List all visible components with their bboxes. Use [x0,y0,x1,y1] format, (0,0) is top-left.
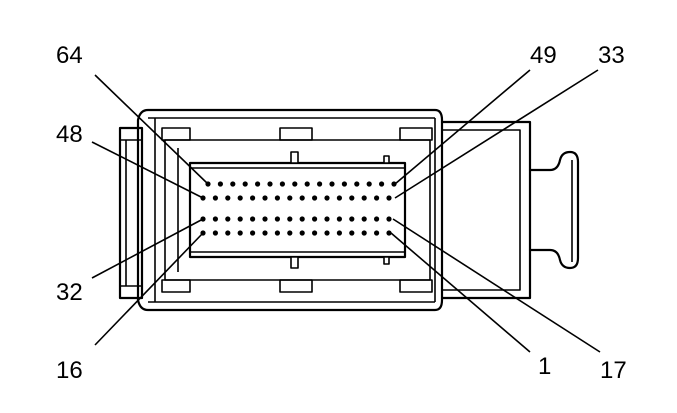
leader-17 [392,218,601,353]
pin-cavity [279,181,285,187]
pin-cavity [361,216,367,222]
pin-cavity [312,230,318,236]
pin-cavity [217,181,223,187]
top-keys [161,127,433,141]
connector-body [136,108,444,312]
pin-cavity [262,216,268,222]
pin-cavity [324,195,330,201]
pin-grid [200,181,397,236]
pin-cavity [386,230,392,236]
pin-cavity [312,216,318,222]
pin-cavity [299,230,305,236]
rear-shroud [440,120,532,300]
pin-cavity [324,230,330,236]
pin-cavity [212,230,218,236]
pin-cavity [386,195,392,201]
pin-labels: 64 49 33 48 32 16 1 17 [56,42,627,384]
leader-1 [390,232,531,353]
pin-cavity [242,181,248,187]
pin-cavity [237,195,243,201]
pin-cavity [267,181,273,187]
pin-cavity [374,195,380,201]
pin-cavity [354,181,360,187]
pin-cavity [292,181,298,187]
right-clip [528,150,580,270]
pin-cavity [361,230,367,236]
label-pin-17: 17 [600,357,627,384]
leader-32 [91,218,204,279]
pin-cavity [324,216,330,222]
leader-lines [91,69,601,353]
pin-cavity [262,230,268,236]
leader-64 [94,74,209,185]
pin-cavity [366,181,372,187]
pin-cavity [329,181,335,187]
pin-cavity [287,230,293,236]
pin-cavity [262,195,268,201]
pin-cavity [237,216,243,222]
pin-cavity [274,195,280,201]
label-pin-32: 32 [56,279,83,306]
pin-cavity [374,230,380,236]
pin-cavity [212,195,218,201]
pin-cavity [341,181,347,187]
label-pin-48: 48 [56,121,83,148]
label-pin-16: 16 [56,357,83,384]
pin-cavity [225,230,231,236]
label-pin-33: 33 [598,42,625,69]
pin-cavity [274,216,280,222]
pin-cavity [237,230,243,236]
polarization-posts [290,151,390,269]
pin-cavity [304,181,310,187]
pin-cavity [361,195,367,201]
bottom-keys [161,279,433,293]
pin-cavity [255,181,261,187]
pin-cavity [317,181,323,187]
pin-cavity [250,230,256,236]
pin-cavity [299,216,305,222]
pin-cavity [312,195,318,201]
pin-cavity [336,216,342,222]
pin-cavity [374,216,380,222]
pin-cavity [386,216,392,222]
pin-cavity [336,230,342,236]
pin-cavity [349,195,355,201]
pin-cavity [225,216,231,222]
leader-16 [94,232,204,346]
label-pin-49: 49 [530,42,557,69]
label-pin-64: 64 [56,42,83,69]
pin-cavity [336,195,342,201]
pin-cavity [349,216,355,222]
leader-33 [394,69,599,199]
pin-cavity [225,195,231,201]
leader-49 [394,69,531,185]
left-latch [118,126,144,300]
pin-cavity [250,195,256,201]
pin-cavity [379,181,385,187]
label-pin-1: 1 [538,353,551,380]
pin-cavity [287,216,293,222]
pin-cavity [250,216,256,222]
pin-cavity [274,230,280,236]
pin-cavity [287,195,293,201]
leader-48 [91,141,204,199]
pin-cavity [230,181,236,187]
pin-cavity [299,195,305,201]
pin-cavity [212,216,218,222]
pin-cavity [349,230,355,236]
